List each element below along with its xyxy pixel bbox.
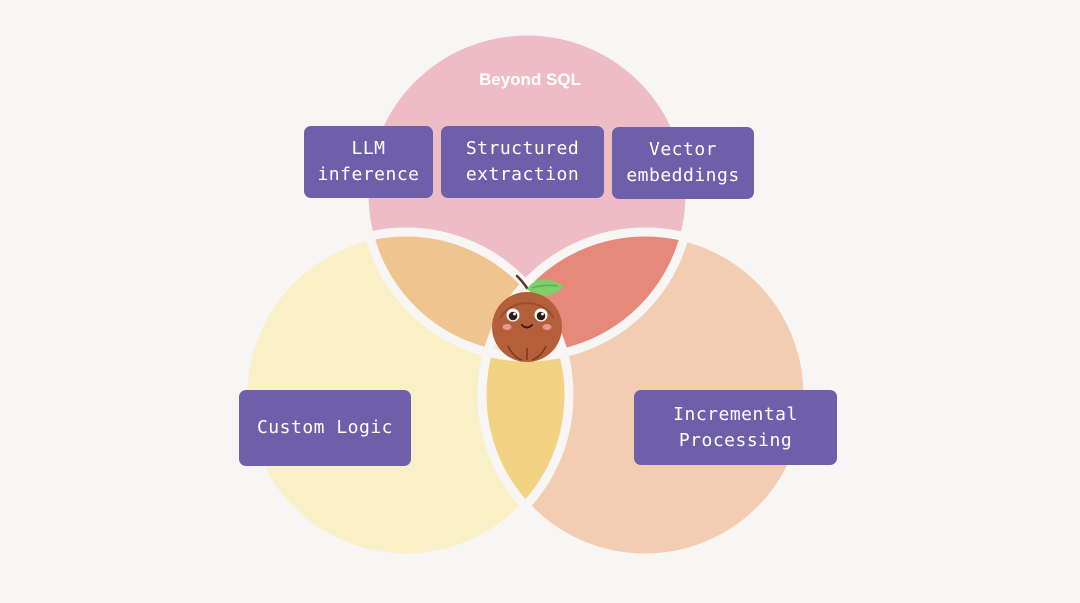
- vector-embeddings-tag: Vector embeddings: [612, 127, 754, 199]
- coconut-mascot-icon: [492, 274, 564, 362]
- llm-inference-tag: LLM inference: [304, 126, 433, 198]
- incremental-processing-tag: Incremental Processing: [634, 390, 837, 465]
- diagram-title: Beyond SQL: [479, 70, 581, 89]
- overlap-top-right: [482, 232, 690, 357]
- structured-extraction-tag: Structured extraction: [441, 126, 604, 198]
- overlap-top-left: [364, 232, 569, 357]
- custom-logic-tag: Custom Logic: [239, 390, 411, 466]
